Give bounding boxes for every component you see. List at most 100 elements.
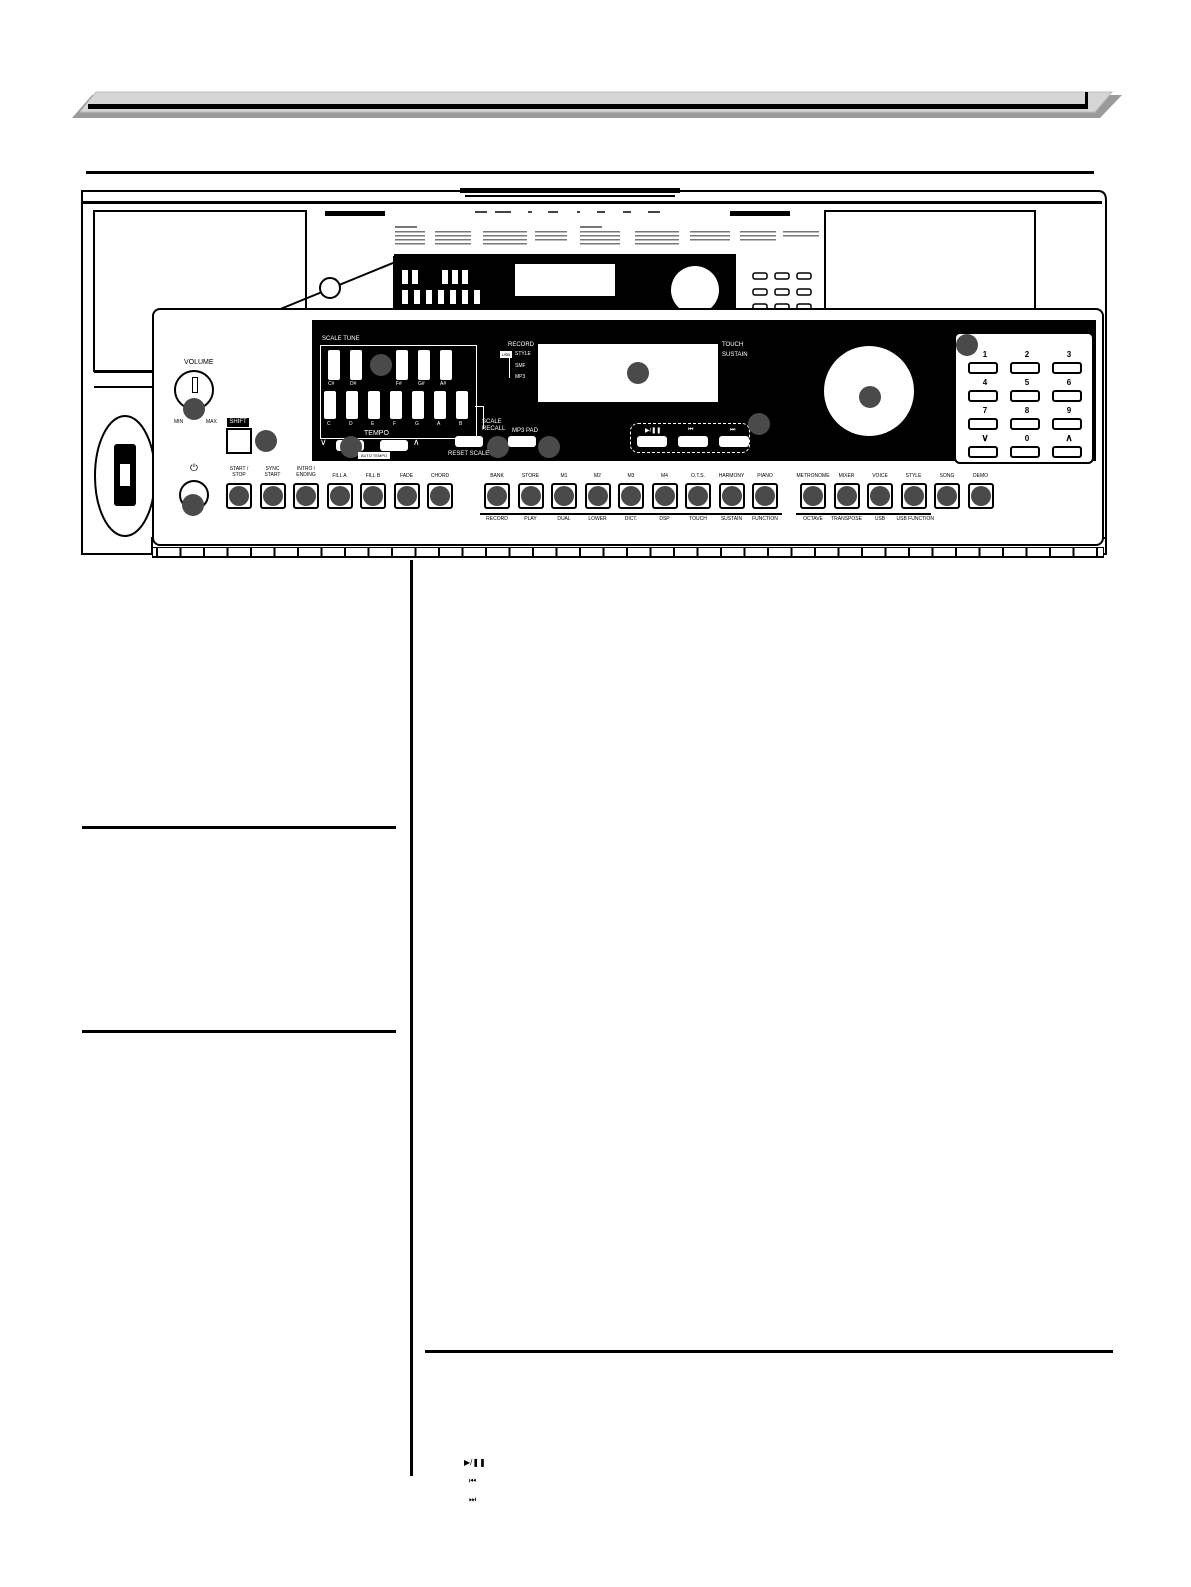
scale-key-f[interactable]	[390, 391, 402, 419]
numpad-key-down[interactable]	[968, 446, 998, 458]
row-button-shift-label: TOUCH	[681, 513, 715, 522]
row-button-14[interactable]	[685, 483, 711, 509]
numpad-label: 3	[1066, 350, 1072, 359]
mp3-pad-label: MP3 PAD	[512, 428, 538, 434]
scale-key-g-sharp[interactable]	[418, 350, 430, 380]
callout-dot-11	[956, 334, 978, 356]
style-voice-list-graphic	[395, 224, 825, 252]
header-banner	[0, 0, 1191, 130]
row-button-11[interactable]	[584, 483, 611, 509]
shift-button[interactable]	[226, 428, 252, 454]
scale-recall-button[interactable]	[455, 436, 483, 447]
row-button-10[interactable]	[551, 483, 577, 509]
numpad-key-0[interactable]	[1010, 446, 1040, 458]
next-button[interactable]	[719, 436, 749, 447]
key-divider	[814, 547, 816, 557]
callout-dot-9	[748, 413, 770, 435]
tempo-up-button[interactable]	[380, 440, 408, 451]
scale-key-b[interactable]	[456, 391, 468, 419]
row-button-1[interactable]	[226, 483, 252, 509]
row-button-shift-label: USB FUNCTION	[896, 513, 934, 522]
scale-key-c-sharp[interactable]	[328, 350, 340, 380]
callout-dot-7	[538, 436, 560, 458]
row-button-label: M1	[560, 473, 568, 479]
row-button-16[interactable]	[752, 483, 778, 509]
key-divider	[391, 547, 393, 557]
row-button-label: DEMO	[973, 473, 988, 479]
row-button-label: O.T.S.	[691, 473, 705, 479]
play-pause-symbol: ▶/❚❚	[464, 1458, 486, 1467]
row-button-label: HARMONY	[718, 473, 745, 479]
row-button-label: FILL B	[365, 473, 381, 479]
scale-key-f-sharp[interactable]	[396, 350, 408, 380]
key-divider	[367, 547, 370, 557]
row-button-13[interactable]	[651, 483, 678, 509]
white-key-label: F	[393, 421, 397, 427]
row-button-17[interactable]	[800, 483, 826, 509]
transport-next-label: ⏭	[730, 427, 736, 433]
black-key-label: F#	[396, 381, 402, 387]
scale-key-g[interactable]	[412, 391, 424, 419]
scale-key-d[interactable]	[346, 391, 358, 419]
scale-key-c[interactable]	[324, 391, 336, 419]
row-button-2[interactable]	[259, 483, 286, 509]
scale-key-e[interactable]	[368, 391, 380, 419]
next-symbol: ⏭	[469, 1495, 477, 1504]
scale-key-a-sharp[interactable]	[440, 350, 452, 380]
white-key-label: B	[459, 421, 463, 427]
header-banner-graphic	[72, 91, 1122, 118]
scale-recall-bracket	[475, 406, 484, 429]
row-button-shift-label: TRANSPOSE	[829, 513, 864, 522]
left-section-rule-2	[82, 1030, 396, 1033]
numpad-key-5[interactable]	[1010, 390, 1040, 402]
numpad-key-9[interactable]	[1052, 418, 1082, 430]
numpad-key-4[interactable]	[968, 390, 998, 402]
row-button-9[interactable]	[517, 483, 544, 509]
row-button-22[interactable]	[967, 483, 994, 509]
display-usb-box: USB	[500, 351, 512, 358]
key-divider	[908, 547, 910, 557]
numpad-key-3[interactable]	[1052, 362, 1082, 374]
tempo-down-symbol: ∨	[320, 437, 327, 447]
display-usb-label: USB	[501, 352, 511, 357]
volume-knob[interactable]	[174, 370, 214, 410]
reset-scale-label: RESET SCALE	[448, 451, 490, 457]
previous-button[interactable]	[678, 436, 708, 447]
row-button-12[interactable]	[618, 483, 644, 509]
row-button-15[interactable]	[718, 483, 745, 509]
row-button-6[interactable]	[393, 483, 420, 509]
key-divider	[344, 547, 346, 557]
play-pause-button[interactable]	[637, 436, 667, 447]
scale-key-a[interactable]	[434, 391, 446, 419]
numpad-key-7[interactable]	[968, 418, 998, 430]
callout-dot-3	[182, 494, 204, 516]
scale-key-d-sharp[interactable]	[350, 350, 362, 380]
mp3-pad-button[interactable]	[508, 436, 536, 447]
display-mp3-label: MP3	[515, 374, 526, 380]
key-divider	[931, 547, 934, 557]
key-divider	[1096, 547, 1098, 557]
white-key-label: A	[437, 421, 441, 427]
numpad-key-8[interactable]	[1010, 418, 1040, 430]
callout-dot-5	[340, 436, 362, 458]
white-key-label: C	[327, 421, 331, 427]
key-divider	[250, 547, 252, 557]
row-button-8[interactable]	[484, 483, 510, 509]
numpad-key-1[interactable]	[968, 362, 998, 374]
numpad-key-6[interactable]	[1052, 390, 1082, 402]
key-divider	[884, 547, 887, 557]
key-divider	[320, 547, 323, 557]
black-key-label: D#	[350, 381, 357, 387]
row-button-20[interactable]	[900, 483, 927, 509]
numpad-key-up[interactable]	[1052, 446, 1082, 458]
row-button-21[interactable]	[934, 483, 960, 509]
numpad-key-2[interactable]	[1010, 362, 1040, 374]
row-button-5[interactable]	[360, 483, 386, 509]
row-button-7[interactable]	[427, 483, 453, 509]
row-button-label: STORE	[521, 473, 540, 479]
row-button-4[interactable]	[326, 483, 353, 509]
row-button-19[interactable]	[867, 483, 893, 509]
row-button-18[interactable]	[833, 483, 860, 509]
row-button-3[interactable]	[293, 483, 319, 509]
